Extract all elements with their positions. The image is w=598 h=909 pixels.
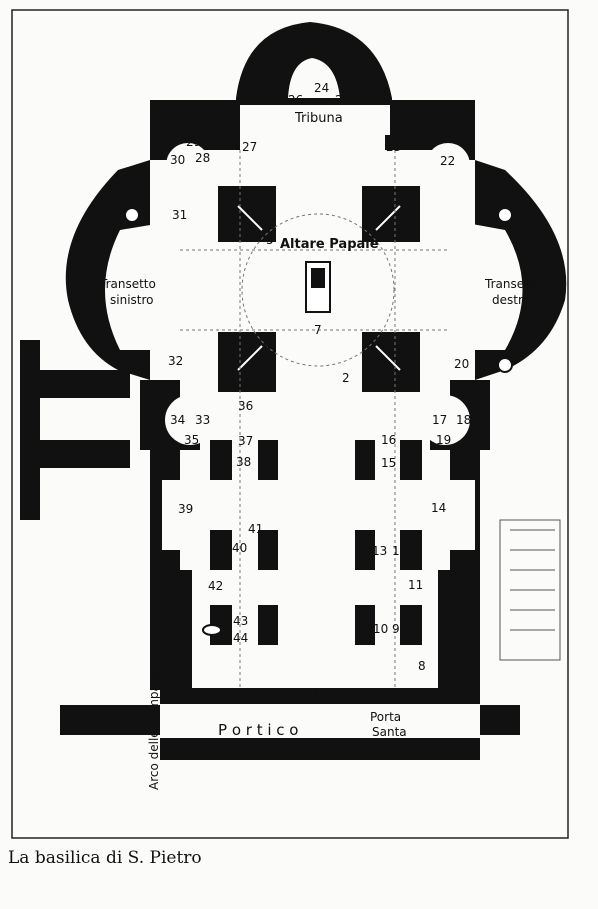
- label-porta-santa-1: Porta: [370, 710, 401, 724]
- area-labels: Tribuna Altare Papale Transetto sinistro…: [99, 111, 541, 790]
- point-label: 39: [178, 502, 193, 516]
- dome-outline: [180, 150, 450, 690]
- point-label: 19: [436, 433, 451, 447]
- label-porta-santa-2: Santa: [372, 725, 407, 739]
- point-label: 37: [238, 434, 253, 448]
- crossing-piers: [218, 186, 420, 392]
- point-label: 21: [482, 211, 497, 225]
- point-label: 40: [232, 541, 247, 555]
- label-transetto-sinistro-1: Transetto: [99, 277, 156, 291]
- right-stairs: [499, 519, 561, 661]
- point-label: 10: [373, 622, 388, 636]
- label-tribuna: Tribuna: [294, 111, 343, 126]
- numbered-points: 1 2 3 4 5 6 7 8 9 10 11 12 13 14 15 16 1…: [168, 81, 497, 700]
- nave-piers: [210, 440, 422, 645]
- monument-rings: [124, 207, 513, 636]
- pier-statues: [237, 205, 401, 371]
- point-label: 16: [381, 433, 396, 447]
- point-label: 1: [312, 686, 320, 700]
- label-transetto-destro-2: destro: [492, 293, 530, 307]
- point-label: 4: [368, 233, 376, 247]
- point-label: 31: [172, 208, 187, 222]
- point-label: 28: [195, 151, 210, 165]
- label-transetto-sinistro-2: sinistro: [110, 293, 154, 307]
- point-label: 41: [248, 522, 263, 536]
- point-label: 12: [392, 544, 407, 558]
- point-label: 24: [314, 81, 329, 95]
- label-portico: P o r t i c o: [218, 721, 298, 739]
- point-label: 34: [170, 413, 185, 427]
- point-label: 44: [233, 631, 248, 645]
- point-label: 26: [288, 93, 303, 107]
- point-label: 17: [432, 413, 447, 427]
- point-label: 8: [418, 659, 426, 673]
- point-label: 42: [208, 579, 223, 593]
- point-label: 29: [186, 135, 201, 149]
- label-transetto-destro-1: Transetto: [484, 277, 541, 291]
- point-label: 30: [170, 153, 185, 167]
- point-label: 20: [454, 357, 469, 371]
- point-label: 5: [266, 233, 274, 247]
- papal-altar: [305, 261, 331, 313]
- point-label: 15: [381, 456, 396, 470]
- point-label: 7: [314, 323, 322, 337]
- point-label: 38: [236, 455, 251, 469]
- point-label: 2: [342, 371, 350, 385]
- point-label: 35: [184, 433, 199, 447]
- point-label: 18: [456, 413, 471, 427]
- point-label: 22: [440, 154, 455, 168]
- point-label: 43: [233, 614, 248, 628]
- point-label: 33: [195, 413, 210, 427]
- point-label: 23: [386, 140, 401, 154]
- point-label: 9: [392, 622, 400, 636]
- point-label: 27: [242, 140, 257, 154]
- plan-frame: [11, 9, 569, 839]
- label-arco-delle-campane: Arco delle Campane: [147, 669, 161, 790]
- point-label: 3: [366, 333, 374, 347]
- point-label: 6: [264, 336, 272, 350]
- point-label: 14: [431, 501, 446, 515]
- point-label: 25: [335, 93, 350, 107]
- basilica-floor-plan: Tribuna Altare Papale Transetto sinistro…: [11, 9, 569, 839]
- point-label: 11: [408, 578, 423, 592]
- figure-caption: La basilica di S. Pietro: [8, 848, 202, 868]
- point-label: 32: [168, 354, 183, 368]
- point-label: 13: [372, 544, 387, 558]
- point-label: 36: [238, 399, 253, 413]
- label-altare-papale: Altare Papale: [280, 237, 379, 252]
